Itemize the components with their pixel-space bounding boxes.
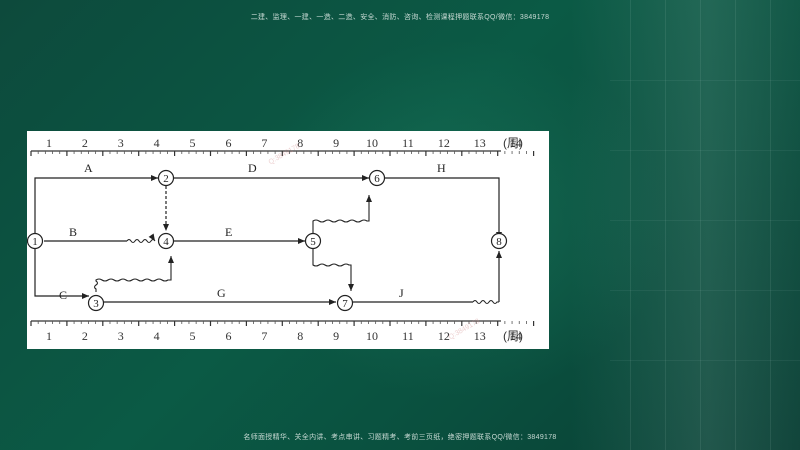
top-week-label: 13 xyxy=(474,136,486,150)
activity-label-a: A xyxy=(84,161,93,175)
bottom-week-label: 4 xyxy=(154,329,160,343)
bottom-week-label: 1 xyxy=(46,329,52,343)
node-7-circle xyxy=(336,294,354,312)
bottom-week-label: 8 xyxy=(297,329,303,343)
node-4-circle xyxy=(157,232,175,250)
activity-j-float-wave xyxy=(472,299,499,305)
activity-c-arrow xyxy=(34,249,89,299)
bottom-week-label: 6 xyxy=(225,329,231,343)
bottom-week-label: 7 xyxy=(261,329,267,343)
activity-a-arrow xyxy=(34,175,158,233)
activity-b-float-wave xyxy=(126,233,156,244)
node-6-label: 6 xyxy=(374,173,380,185)
bottom-week-label: 12 xyxy=(438,329,450,343)
bottom-week-label: 11 xyxy=(402,329,414,343)
bottom-week-label: 2 xyxy=(82,329,88,343)
bottom-week-label: 10 xyxy=(366,329,378,343)
node-5-label: 5 xyxy=(310,236,316,248)
bottom-unit-label: (周) xyxy=(503,329,523,343)
node-5-circle xyxy=(304,232,322,250)
free-float-wavy-lines xyxy=(93,195,499,305)
bottom-week-label: 9 xyxy=(333,329,339,343)
dummy-5-7-wavy xyxy=(312,249,354,291)
node-6-circle xyxy=(368,169,386,187)
activity-arrows xyxy=(34,175,502,305)
bottom-week-label: 14 xyxy=(510,329,522,343)
top-unit-label: (周) xyxy=(503,136,523,150)
bottom-week-label: 13 xyxy=(474,329,486,343)
activity-label-e: E xyxy=(225,225,232,239)
activity-label-g: G xyxy=(217,286,226,300)
node-8-circle xyxy=(490,232,508,250)
top-week-label: 7 xyxy=(261,136,267,150)
node-2-label: 2 xyxy=(163,173,169,185)
bottom-week-label: 3 xyxy=(118,329,124,343)
node-3-circle xyxy=(87,294,105,312)
node-4-label: 4 xyxy=(163,236,169,248)
top-week-label: 9 xyxy=(333,136,339,150)
top-week-label: 11 xyxy=(402,136,414,150)
top-week-label: 2 xyxy=(82,136,88,150)
activity-label-j: J xyxy=(399,286,404,300)
top-week-label: 10 xyxy=(366,136,378,150)
top-week-label: 3 xyxy=(118,136,124,150)
dummy-3-4-wavy xyxy=(93,256,174,292)
activity-h-arrow xyxy=(385,177,502,239)
activity-label-h: H xyxy=(437,161,446,175)
dummy-5-6-wavy xyxy=(312,195,372,233)
top-week-label: 8 xyxy=(297,136,303,150)
activity-label-d: D xyxy=(248,161,257,175)
top-week-label: 12 xyxy=(438,136,450,150)
top-week-label: 5 xyxy=(190,136,196,150)
node-7-label: 7 xyxy=(342,298,348,310)
top-week-label: 1 xyxy=(46,136,52,150)
node-8-label: 8 xyxy=(496,236,502,248)
background-building-image xyxy=(570,0,800,450)
activity-label-c: C xyxy=(59,288,67,302)
bottom-week-label: 5 xyxy=(190,329,196,343)
node-1-label: 1 xyxy=(32,236,38,248)
footer-notice: 名师面授精华、关全内讲、考点串讲、习题精考、考前三页纸，绝密押题联系QQ/微信：… xyxy=(243,434,557,441)
node-1-circle xyxy=(27,232,44,250)
top-week-label: 14 xyxy=(510,136,522,150)
event-nodes: 1 2 3 4 5 6 7 8 xyxy=(27,169,508,312)
node-3-label: 3 xyxy=(93,298,99,310)
top-week-label: 4 xyxy=(154,136,160,150)
activity-label-b: B xyxy=(69,225,77,239)
node-2-circle xyxy=(157,169,175,187)
top-week-label: 6 xyxy=(225,136,231,150)
header-notice: 二建、监理、一建、一造、二造、安全、消防、咨询、检测课程押题联系QQ/微信：38… xyxy=(250,14,550,21)
